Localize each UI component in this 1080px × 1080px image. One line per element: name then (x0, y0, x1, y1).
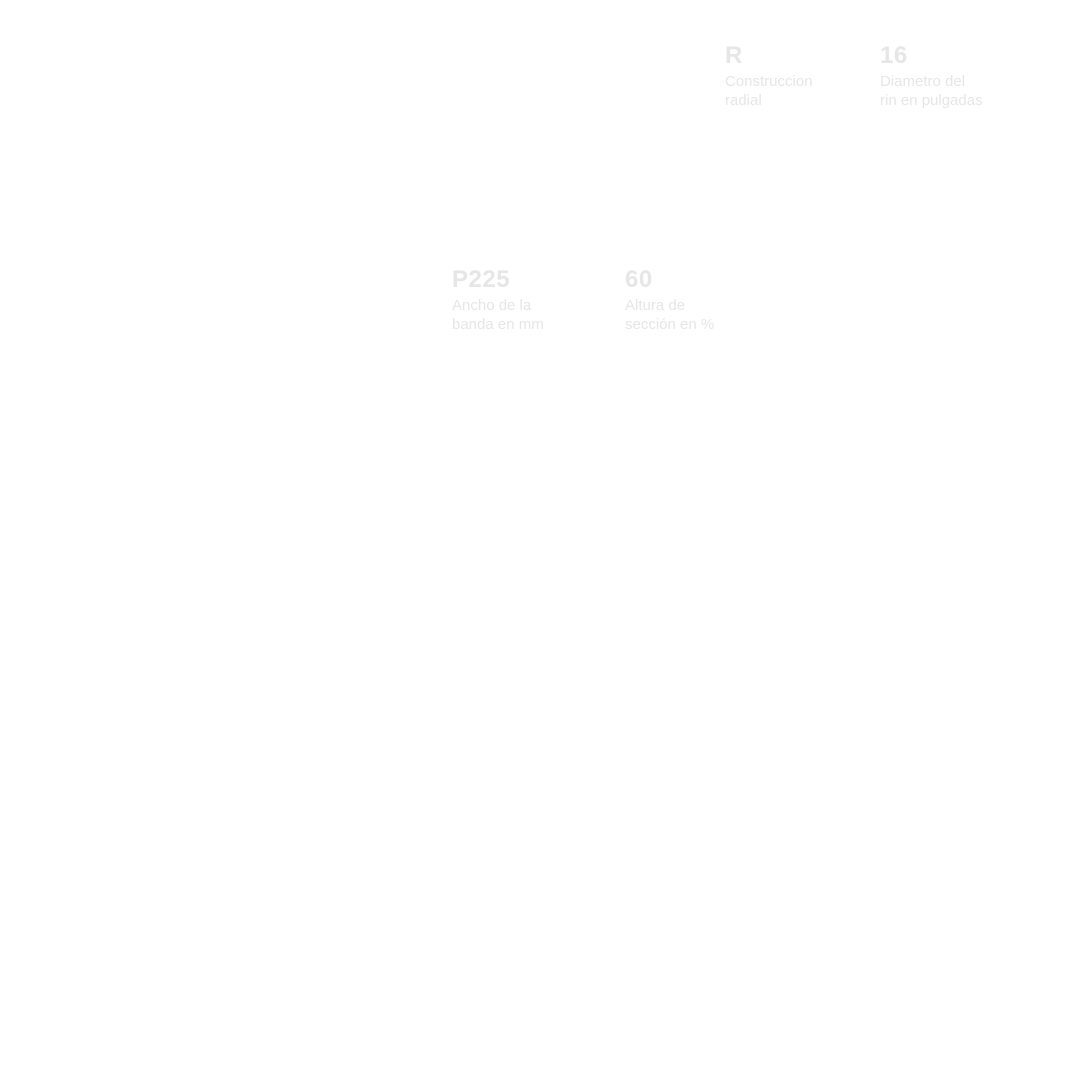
spec-aspect-desc-line1: Altura de (625, 297, 686, 314)
spec-rim-description: Diametro del rin en pulgadas (880, 72, 983, 110)
spec-aspect-ratio: 60 Altura de sección en % (625, 267, 714, 334)
spec-width-code: P225 (452, 266, 511, 293)
spec-width-desc-line2: banda en mm (452, 316, 544, 333)
spec-construction-description: Construccion radial (725, 72, 813, 110)
spec-construction-desc-line1: Construccion (725, 73, 813, 90)
spec-width-desc-line1: Ancho de la (452, 297, 532, 314)
spec-width-description: Ancho de la banda en mm (452, 296, 544, 334)
spec-construction-code: R (725, 42, 743, 69)
spec-rim-desc-line1: Diametro del (880, 73, 966, 90)
spec-rim-diameter: 16 Diametro del rin en pulgadas (880, 43, 983, 110)
spec-aspect-desc-line2: sección en % (625, 316, 715, 333)
spec-construction-desc-line2: radial (725, 92, 762, 109)
spec-rim-code: 16 (880, 42, 908, 69)
spec-tread-width: P225 Ancho de la banda en mm (452, 267, 544, 334)
spec-aspect-code: 60 (625, 266, 653, 293)
spec-rim-desc-line2: rin en pulgadas (880, 92, 983, 109)
spec-aspect-description: Altura de sección en % (625, 296, 714, 334)
spec-construction: R Construccion radial (725, 43, 813, 110)
